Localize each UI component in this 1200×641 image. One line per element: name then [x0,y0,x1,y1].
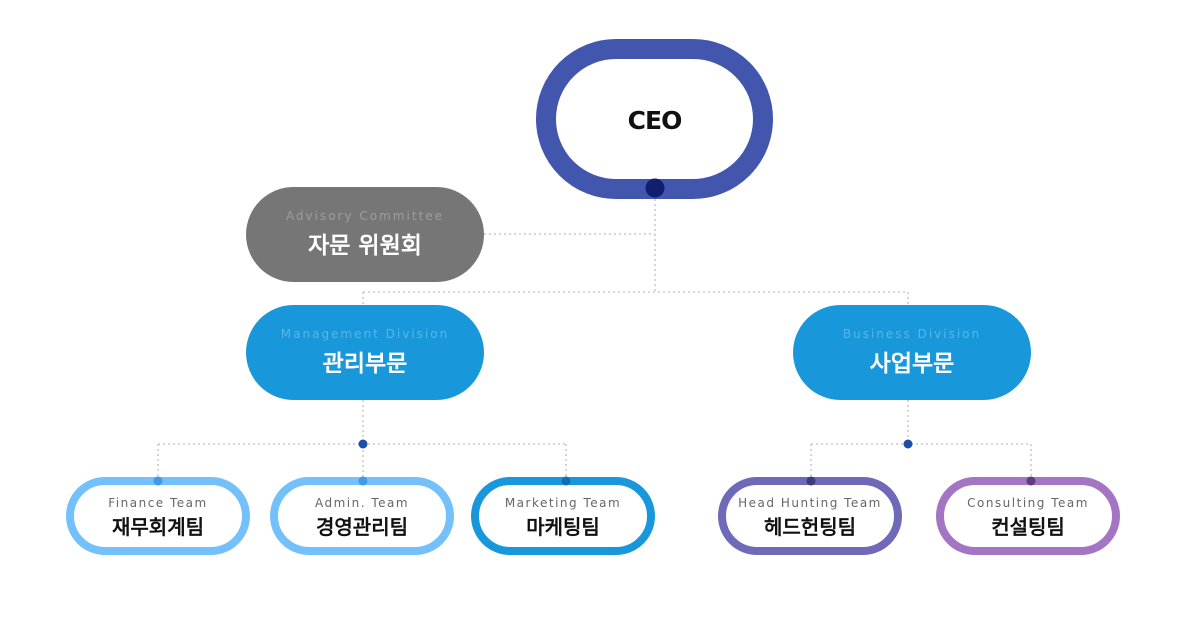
headhunting-team-node: Head Hunting Team 헤드헌팅팀 [718,477,902,555]
headhunting-team-label: 헤드헌팅팀 [764,514,856,539]
admin-team-node: Admin. Team 경영관리팀 [270,477,454,555]
admin-team-label: 경영관리팀 [316,514,408,539]
consulting-team-node: Consulting Team 컨설팅팀 [936,477,1120,555]
advisory-label: 자문 위원회 [308,233,422,259]
advisory-sub-label: Advisory Committee [285,209,445,223]
business-label: 사업부문 [869,351,955,377]
management-division-node: Management Division 관리부문 [246,305,484,400]
management-sub-label: Management Division [280,327,450,341]
consulting-team-label: 컨설팅팀 [991,514,1065,539]
admin-team-sub-label: Admin. Team [314,495,410,510]
management-junction-dot [358,439,368,449]
ceo-node: CEO [536,39,773,199]
advisory-committee-node: Advisory Committee 자문 위원회 [246,187,484,282]
business-sub-label: Business Division [842,327,982,341]
finance-team-sub-label: Finance Team [108,495,208,510]
finance-team-node: Finance Team 재무회계팀 [66,477,250,555]
consulting-team-sub-label: Consulting Team [967,495,1089,510]
marketing-team-sub-label: Marketing Team [504,495,622,510]
business-division-node: Business Division 사업부문 [793,305,1031,400]
management-label: 관리부문 [322,351,408,377]
business-junction-dot [903,439,913,449]
finance-team-label: 재무회계팀 [112,514,204,539]
ceo-label: CEO [627,105,683,135]
marketing-team-node: Marketing Team 마케팅팀 [471,477,655,555]
marketing-team-label: 마케팅팀 [526,514,600,539]
headhunting-team-sub-label: Head Hunting Team [738,495,882,510]
